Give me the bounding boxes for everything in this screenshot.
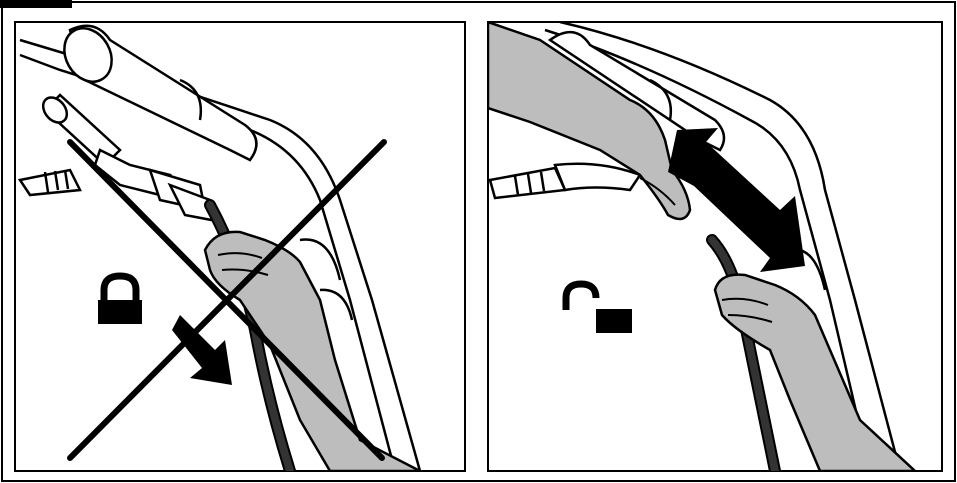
panel-right [488,22,942,471]
panel-left [15,20,465,471]
header-tab [0,0,72,8]
